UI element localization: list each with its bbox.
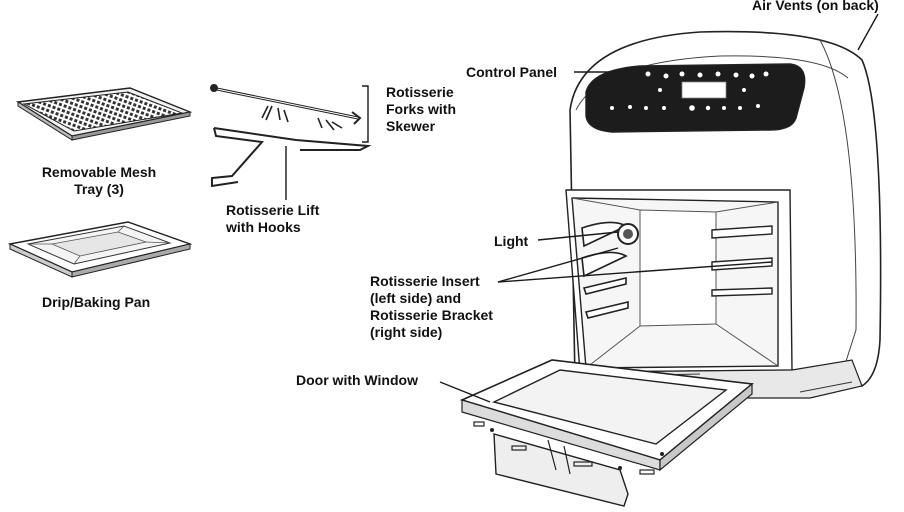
label-rotisserie-forks: Rotisserie Forks with Skewer bbox=[386, 84, 457, 134]
label-air-vents: Air Vents (on back) bbox=[752, 0, 879, 13]
label-drip-pan: Drip/Baking Pan bbox=[42, 294, 151, 310]
label-insert-bracket: Rotisserie Insert (left side) and Rotiss… bbox=[370, 273, 493, 340]
label-rotisserie-lift: Rotisserie Lift with Hooks bbox=[226, 202, 320, 235]
label-mesh-tray: Removable Mesh Tray (3) bbox=[41, 164, 157, 197]
rotisserie-skewer-illustration bbox=[210, 84, 372, 188]
leader-lines bbox=[285, 13, 879, 403]
door-illustration bbox=[459, 359, 754, 507]
control-panel-display bbox=[681, 81, 727, 99]
drip-pan-illustration bbox=[7, 221, 193, 278]
label-door: Door with Window bbox=[296, 372, 418, 388]
label-control-panel: Control Panel bbox=[466, 64, 558, 80]
label-light: Light bbox=[494, 233, 529, 249]
air-fryer-body bbox=[565, 30, 882, 399]
mesh-tray-illustration bbox=[15, 87, 193, 141]
